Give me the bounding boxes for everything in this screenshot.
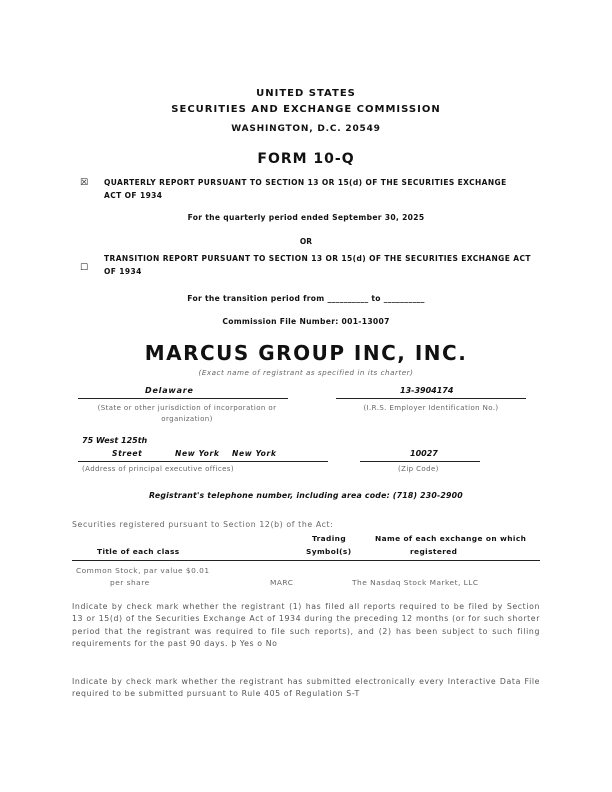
header-line-3: WASHINGTON, D.C. 20549 [231,124,381,134]
address-underline [78,461,328,462]
state-of-incorporation: Delaware [145,386,194,395]
ein-underline [336,398,526,399]
header-line-1: UNITED STATES [256,88,356,99]
company-name: MARCUS GROUP INC, INC. [144,341,468,365]
address-street: 75 West 125th [82,436,148,445]
registered-securities-intro: Securities registered pursuant to Sectio… [72,520,334,529]
state-caption: (State or other jurisdiction of incorpor… [97,404,277,423]
table-header-exchange-1: Name of each exchange on which [375,534,527,543]
address-street-suffix: Street [112,449,143,458]
ein-caption: (I.R.S. Employer Identification No.) [363,404,499,412]
commission-file-number: Commission File Number: 001-13007 [222,317,390,326]
transition-period-line: For the transition period from _________… [187,294,425,303]
employer-id-number: 13-3904174 [400,386,454,395]
header-line-2: SECURITIES AND EXCHANGE COMMISSION [171,104,441,115]
table-row-exchange: The Nasdaq Stock Market, LLC [352,578,479,587]
filing-requirements-paragraph: Indicate by check mark whether the regis… [72,602,540,649]
table-header-trading: Trading [312,534,347,543]
quarterly-report-text-2: ACT OF 1934 [104,191,163,200]
state-underline [78,398,288,399]
telephone-line: Registrant's telephone number, including… [149,491,463,500]
table-row-title-1: Common Stock, par value $0.01 [76,566,210,575]
company-name-caption: (Exact name of registrant as specified i… [198,368,414,377]
quarterly-checkbox[interactable]: ☒ [80,178,89,188]
interactive-data-paragraph: Indicate by check mark whether the regis… [72,677,540,699]
transition-checkbox[interactable]: ☐ [80,263,89,273]
zip-underline [360,461,480,462]
address-caption: (Address of principal executive offices) [82,465,234,473]
transition-report-text-1: TRANSITION REPORT PURSUANT TO SECTION 13… [104,254,531,263]
table-row-title-2: per share [110,578,150,587]
table-header-rule [72,560,540,561]
transition-report-text-2: OF 1934 [104,267,142,276]
table-header-symbol: Symbol(s) [306,547,352,556]
zip-caption: (Zip Code) [398,465,439,473]
zip-code: 10027 [410,449,438,458]
quarterly-period-line: For the quarterly period ended September… [187,213,425,222]
table-header-title: Title of each class [97,547,180,556]
form-title: FORM 10-Q [257,151,355,167]
table-header-exchange-2: registered [410,547,458,556]
address-state: New York [232,449,277,458]
or-label: OR [299,237,313,246]
table-row-symbol: MARC [270,578,294,587]
address-city: New York [175,449,220,458]
quarterly-report-text-1: QUARTERLY REPORT PURSUANT TO SECTION 13 … [104,178,507,187]
